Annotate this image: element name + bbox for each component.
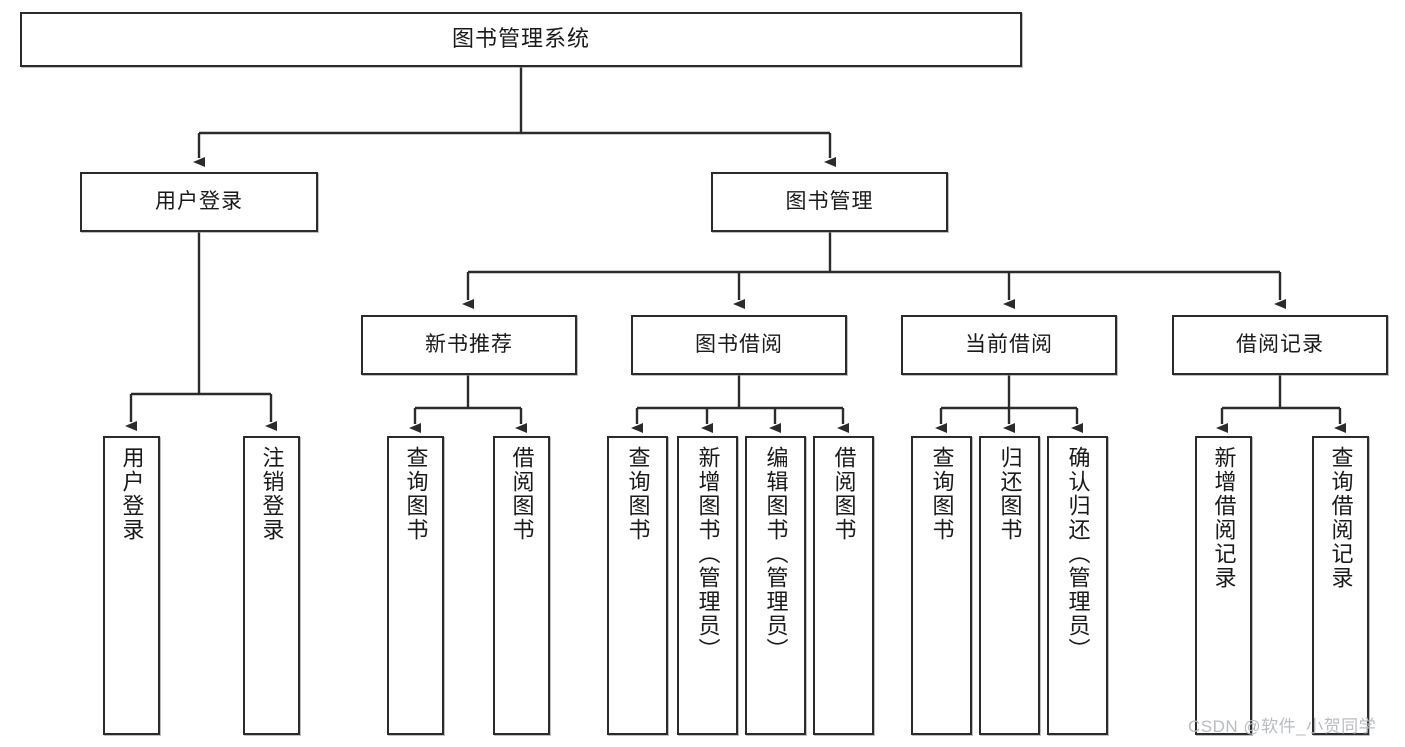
node-label: 图书管理系统 xyxy=(451,26,590,52)
node-leaf-query-borrow-record[interactable]: 查询借阅记录 xyxy=(1312,436,1369,735)
node-label: 查询图书 xyxy=(403,446,429,542)
node-label: 确认归还（管理员） xyxy=(1065,446,1091,662)
node-label: 注销登录 xyxy=(259,446,285,542)
node-leaf-query-books-current[interactable]: 查询图书 xyxy=(911,436,972,735)
node-label: 借阅图书 xyxy=(509,446,535,542)
node-leaf-query-books-new[interactable]: 查询图书 xyxy=(387,436,444,735)
node-current-borrowing[interactable]: 当前借阅 xyxy=(901,315,1117,375)
csdn-watermark: CSDN @软件_小贺同学 xyxy=(1188,717,1377,736)
node-label: 当前借阅 xyxy=(965,333,1053,357)
node-leaf-add-book-admin[interactable]: 新增图书（管理员） xyxy=(677,436,738,735)
node-leaf-logout[interactable]: 注销登录 xyxy=(243,436,300,735)
node-label: 新增图书（管理员） xyxy=(695,446,721,662)
node-borrowing-records[interactable]: 借阅记录 xyxy=(1172,315,1388,375)
node-label: 新书推荐 xyxy=(425,333,513,357)
node-label: 图书管理 xyxy=(785,190,874,214)
node-book-management[interactable]: 图书管理 xyxy=(711,172,948,232)
node-label: 新增借阅记录 xyxy=(1211,446,1237,590)
node-label: 查询借阅记录 xyxy=(1328,446,1354,590)
node-label: 查询图书 xyxy=(625,446,651,542)
node-label: 用户登录 xyxy=(155,190,243,214)
node-new-book-recommendation[interactable]: 新书推荐 xyxy=(361,315,577,375)
node-label: 图书借阅 xyxy=(695,333,783,357)
node-label: 归还图书 xyxy=(997,446,1023,542)
node-book-borrowing[interactable]: 图书借阅 xyxy=(631,315,847,375)
node-leaf-user-login[interactable]: 用户登录 xyxy=(103,436,160,735)
node-label: 编辑图书（管理员） xyxy=(763,446,789,662)
node-root-book-management-system[interactable]: 图书管理系统 xyxy=(20,12,1022,67)
node-label: 借阅图书 xyxy=(831,446,857,542)
node-leaf-edit-book-admin[interactable]: 编辑图书（管理员） xyxy=(745,436,806,735)
node-leaf-borrow-books[interactable]: 借阅图书 xyxy=(813,436,874,735)
node-leaf-borrow-books-new[interactable]: 借阅图书 xyxy=(493,436,550,735)
node-leaf-add-borrow-record[interactable]: 新增借阅记录 xyxy=(1195,436,1252,735)
node-leaf-return-books[interactable]: 归还图书 xyxy=(979,436,1040,735)
node-label: 用户登录 xyxy=(119,446,145,542)
node-label: 借阅记录 xyxy=(1236,333,1324,357)
node-label: 查询图书 xyxy=(929,446,955,542)
node-user-login[interactable]: 用户登录 xyxy=(80,172,318,232)
node-leaf-query-books-borrow[interactable]: 查询图书 xyxy=(607,436,668,735)
node-leaf-confirm-return-admin[interactable]: 确认归还（管理员） xyxy=(1047,436,1108,735)
